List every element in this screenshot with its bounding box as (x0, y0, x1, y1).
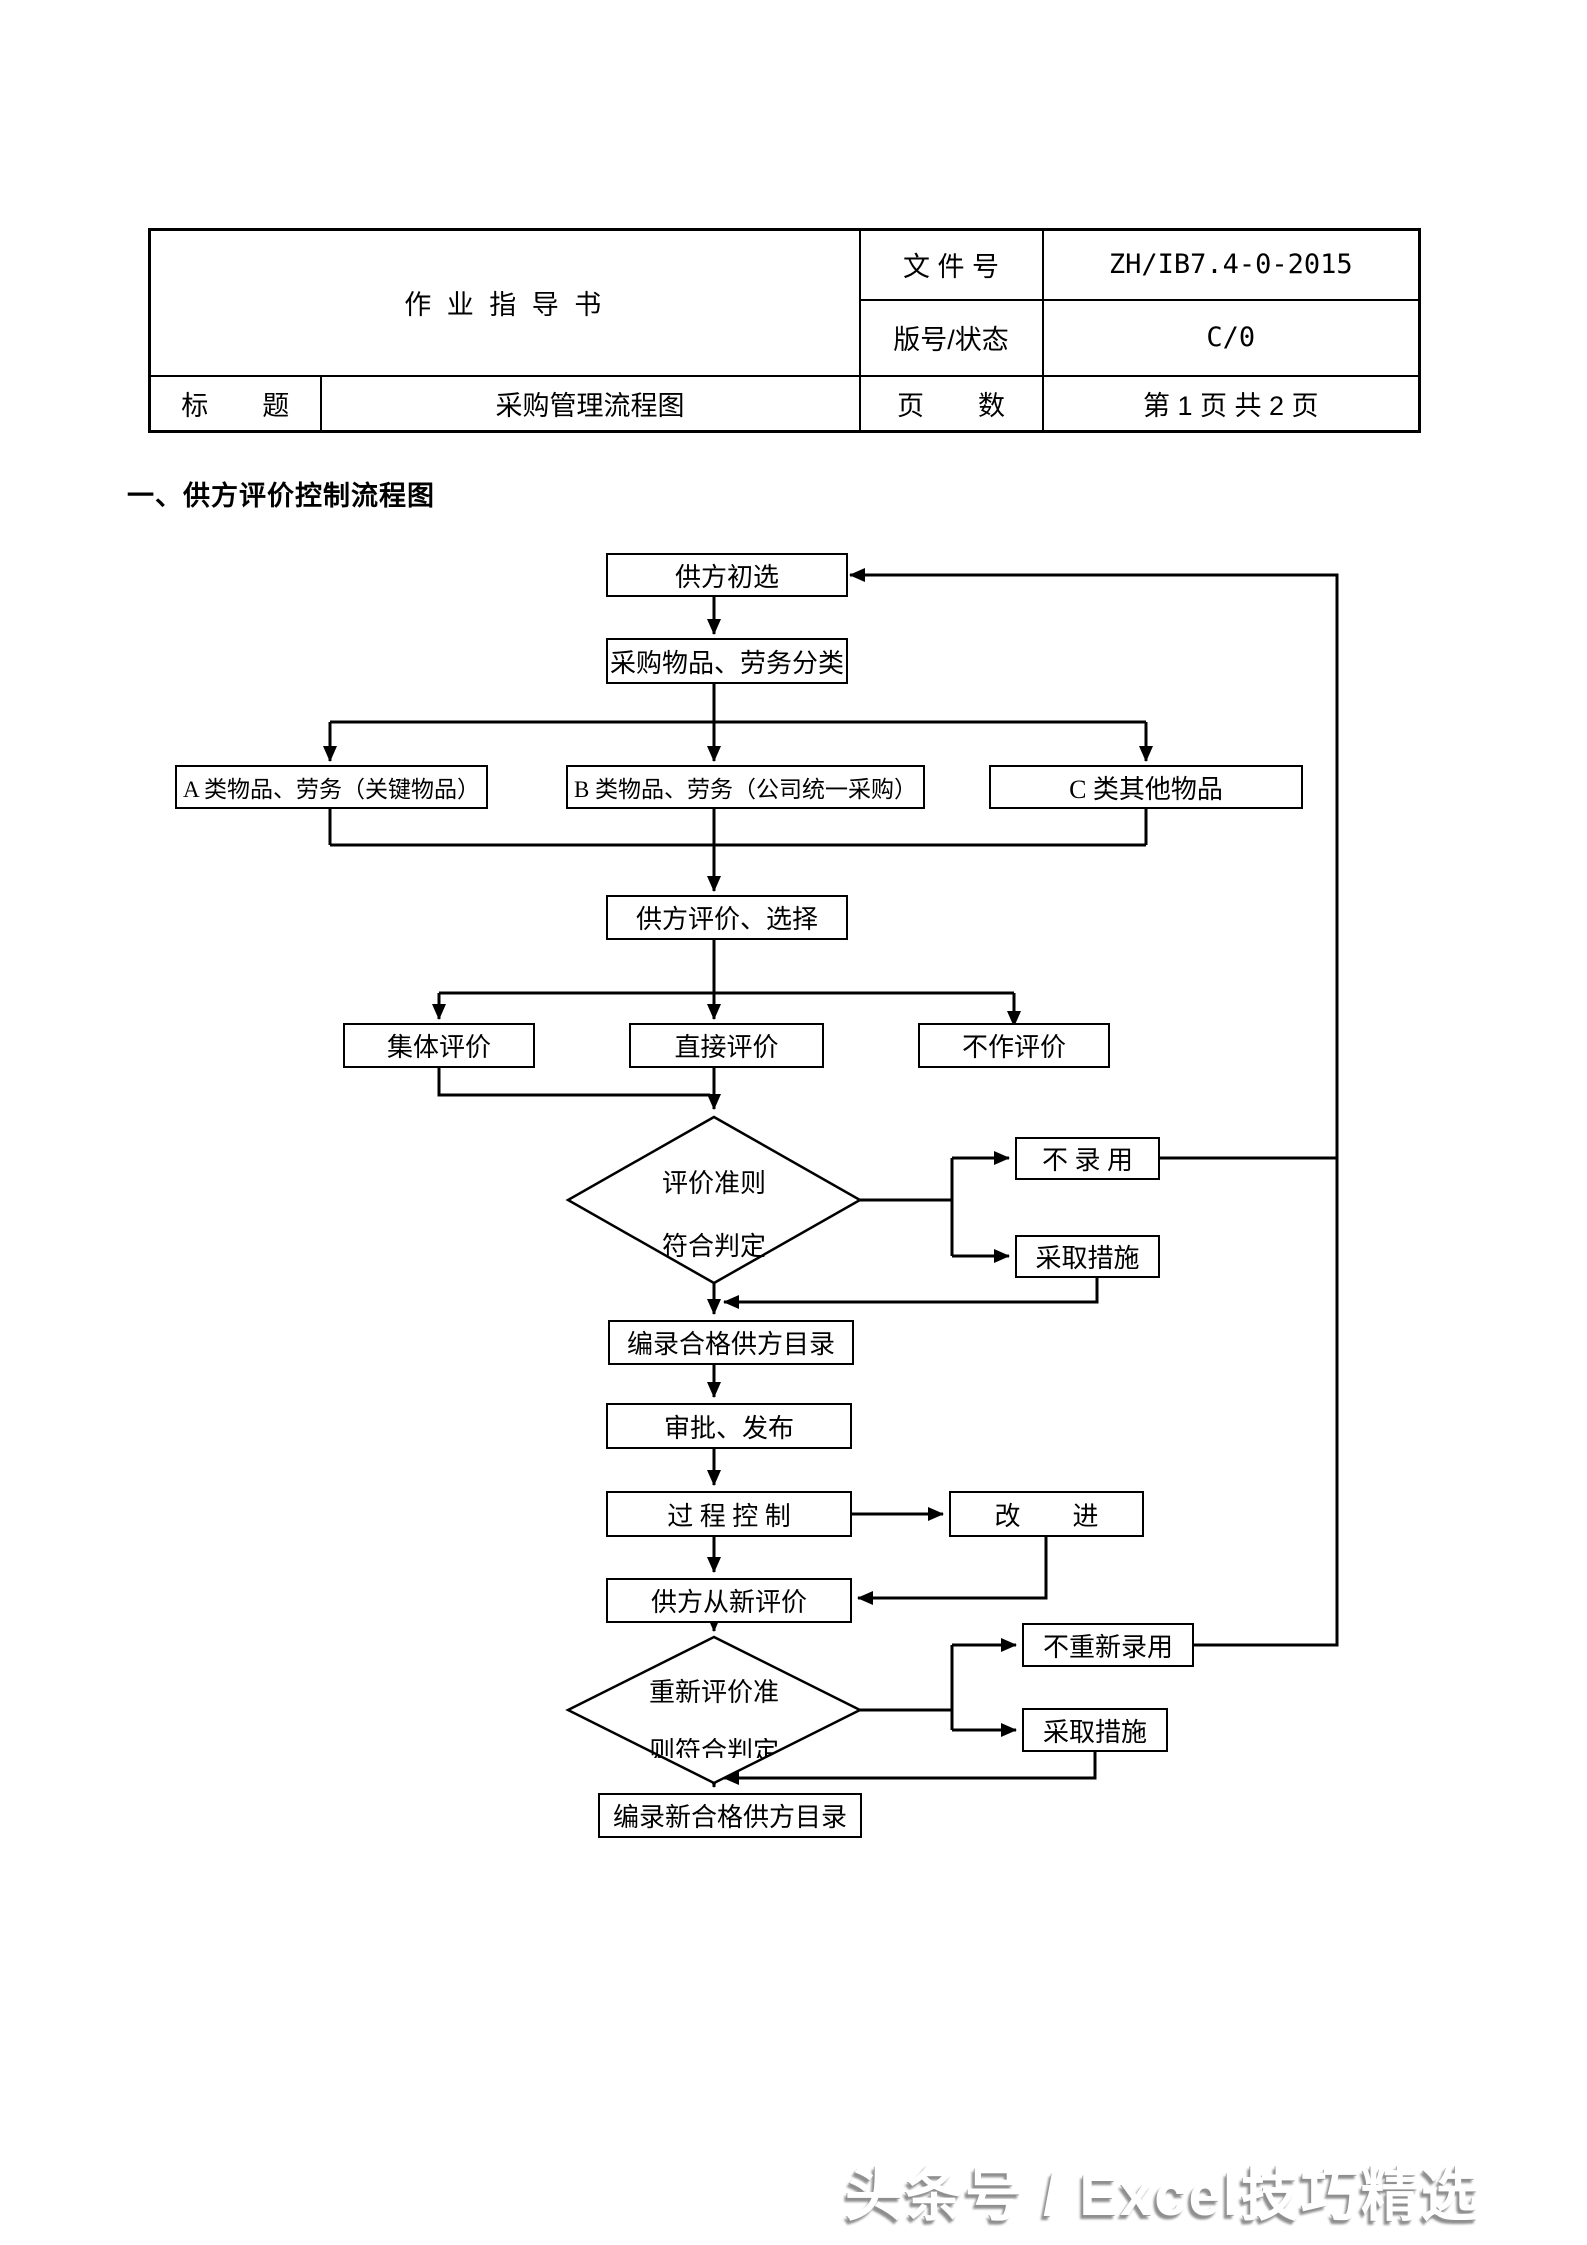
version-value: C/0 (1041, 298, 1421, 377)
decision-diamond-2 (565, 1635, 863, 1785)
node-direct-evaluation: 直接评价 (629, 1023, 824, 1068)
doc-type-cell: 作 业 指 导 书 (148, 228, 861, 377)
diamond1-label-line1: 评价准则 (661, 1169, 766, 1198)
node-item-labor-classification: 采购物品、劳务分类 (606, 638, 848, 684)
pages-value: 第 1 页 共 2 页 (1041, 374, 1421, 433)
header-table: 作 业 指 导 书 文 件 号 ZH/IB7.4-0-2015 版号/状态 C/… (148, 228, 1422, 433)
decision-diamond-1 (565, 1115, 863, 1285)
version-label: 版号/状态 (858, 298, 1044, 377)
node-collective-evaluation: 集体评价 (343, 1023, 535, 1068)
node-approve-publish: 审批、发布 (606, 1403, 852, 1449)
title-value: 采购管理流程图 (319, 374, 861, 433)
node-compile-new-qualified-supplier-list: 编录新合格供方目录 (598, 1793, 862, 1838)
node-take-measures-1: 采取措施 (1015, 1235, 1160, 1278)
node-no-evaluation: 不作评价 (918, 1023, 1110, 1068)
node-class-b-items: B 类物品、劳务（公司统一采购） (566, 765, 925, 809)
node-supplier-initial-selection: 供方初选 (606, 553, 848, 597)
diamond2-label-line1: 重新评价准 (648, 1678, 779, 1707)
file-no-label: 文 件 号 (858, 228, 1044, 301)
section-heading: 一、供方评价控制流程图 (127, 481, 435, 511)
node-compile-qualified-supplier-list: 编录合格供方目录 (608, 1320, 854, 1365)
node-take-measures-2: 采取措施 (1022, 1708, 1168, 1752)
node-improvement: 改 进 (949, 1491, 1144, 1537)
file-no-value: ZH/IB7.4-0-2015 (1041, 228, 1421, 301)
pages-label: 页 数 (858, 374, 1044, 433)
title-label: 标 题 (148, 374, 322, 433)
node-supplier-evaluation-selection: 供方评价、选择 (606, 895, 848, 940)
node-not-rehired: 不重新录用 (1022, 1623, 1194, 1667)
node-process-control: 过 程 控 制 (606, 1491, 852, 1537)
node-supplier-reevaluation: 供方从新评价 (606, 1578, 852, 1623)
loop-feedback-line (849, 568, 1339, 1647)
node-class-c-items: C 类其他物品 (989, 765, 1303, 809)
diamond2-label-line2: 则符合判定 (648, 1738, 779, 1758)
diamond1-label-line2: 符合判定 (661, 1232, 766, 1261)
node-not-hired: 不 录 用 (1015, 1137, 1160, 1180)
watermark-text: 头条号 / Excel技巧精选 (845, 2163, 1481, 2228)
node-class-a-items: A 类物品、劳务（关键物品） (175, 765, 488, 809)
